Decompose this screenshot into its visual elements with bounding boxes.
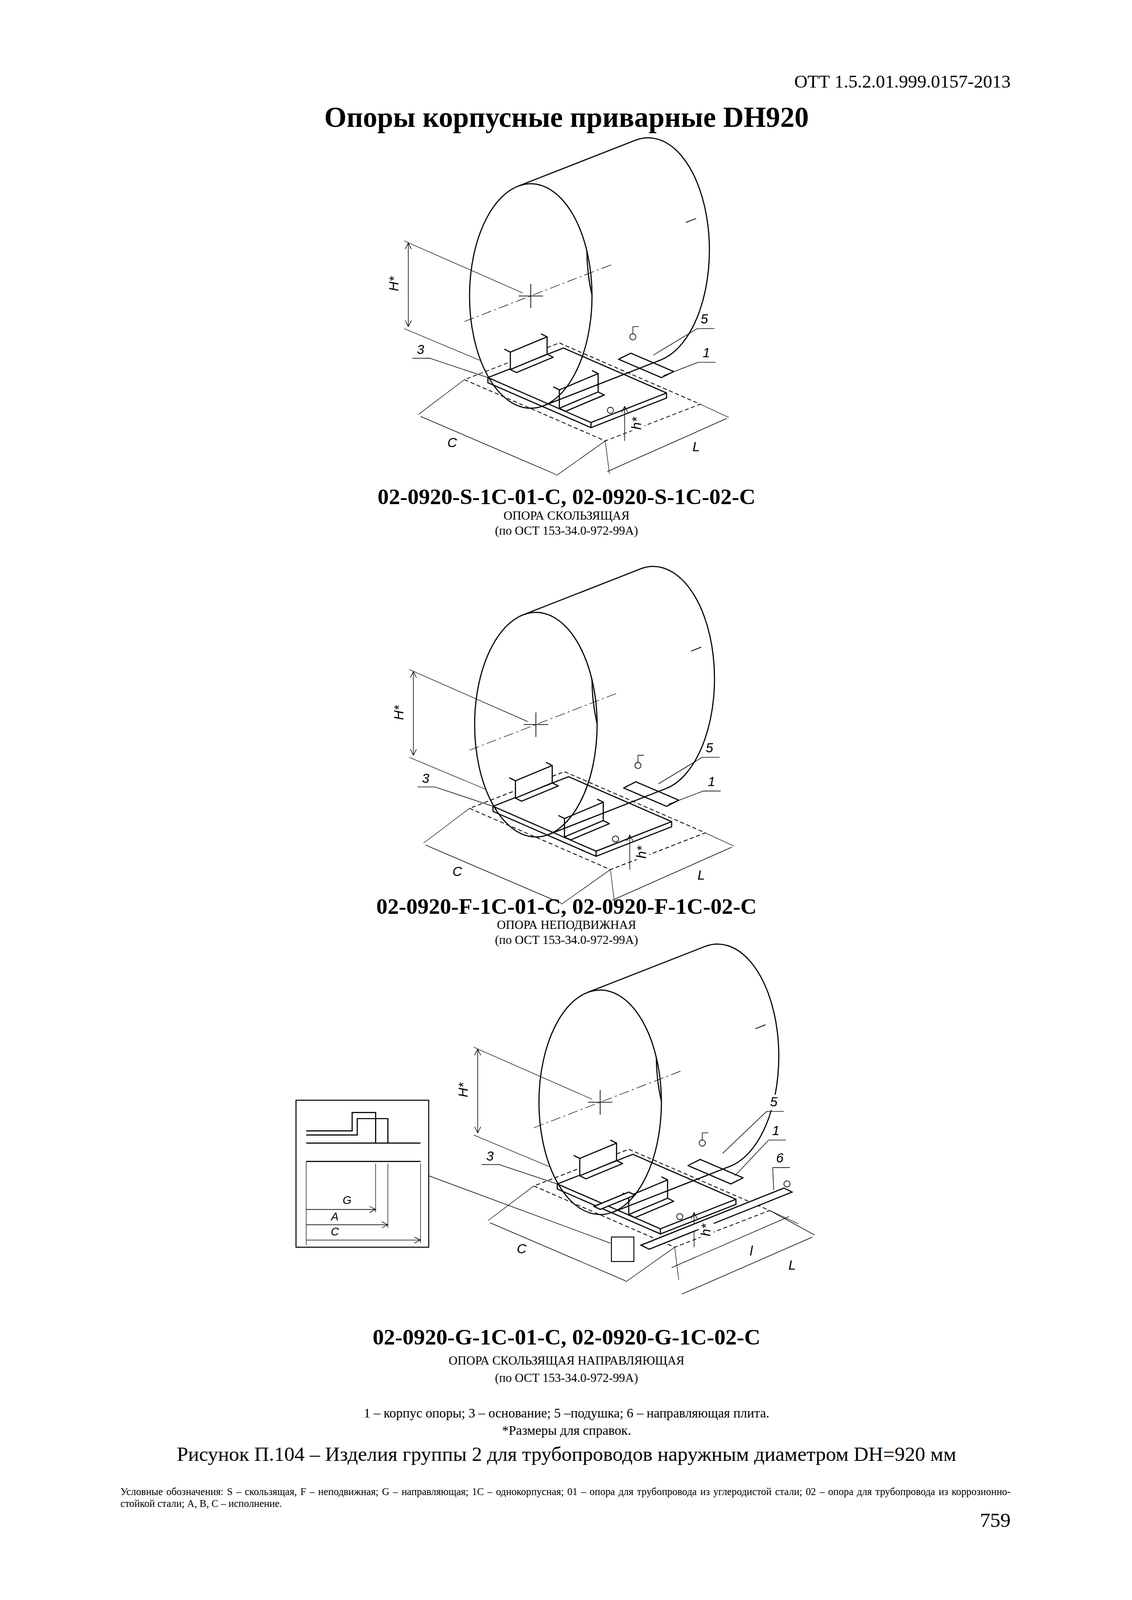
callout-number: 1 (771, 1123, 781, 1139)
dimension-label: L (696, 868, 706, 884)
figure-subtitle: ОПОРА НЕПОДВИЖНАЯ (496, 917, 637, 932)
page-title: Опоры корпусные приварные DH920 (324, 100, 809, 134)
legend-note: 1 – корпус опоры; 3 – основание; 5 –поду… (363, 1406, 770, 1422)
dimension-label: A (330, 1210, 340, 1224)
figure-subtitle: ОПОРА СКОЛЬЗЯЩАЯ (503, 508, 630, 523)
detail-inset (296, 1100, 634, 1262)
fixed-support-figure (409, 566, 734, 905)
footnote: Условные обозначения: S – скользящая, F … (120, 1486, 1011, 1510)
callout-number: 5 (699, 312, 710, 328)
dimension-label: h* (634, 845, 650, 860)
dimension-label: H* (391, 704, 407, 721)
callout-number: 1 (701, 345, 711, 361)
callout-number: 3 (485, 1148, 495, 1164)
page-number: 759 (980, 1509, 1011, 1533)
callout-number: 1 (706, 774, 716, 790)
dimension-label: H* (455, 1081, 471, 1099)
dimension-label: G (341, 1194, 353, 1207)
dimension-label: C (451, 864, 464, 880)
dimension-label: C (446, 435, 459, 451)
sheet-code: ОТТ 1.5.2.01.999.0157-2013 (794, 71, 1011, 93)
callout-number: 6 (775, 1150, 785, 1166)
sliding-support-figure (404, 137, 729, 476)
dimension-label: L (787, 1257, 797, 1273)
dimension-label: C (329, 1225, 340, 1239)
dimension-label: h* (629, 416, 645, 432)
dimension-label: C (516, 1241, 528, 1258)
dimension-label: h* (698, 1222, 714, 1238)
figure-caption: 02-0920-S-1C-01-C, 02-0920-S-1C-02-C (377, 484, 756, 511)
callout-number: 5 (769, 1094, 779, 1110)
figure-subtitle: ОПОРА СКОЛЬЗЯЩАЯ НАПРАВЛЯЮЩАЯ (448, 1353, 685, 1368)
dimension-label: l (748, 1243, 754, 1259)
guided-support-figure (473, 944, 815, 1294)
callout-number: 5 (704, 740, 715, 756)
callout-number: 3 (421, 771, 431, 787)
figure-caption: 02-0920-F-1C-01-C, 02-0920-F-1C-02-C (376, 893, 757, 920)
callout-number: 3 (416, 342, 426, 358)
leader-lines (607, 328, 727, 472)
dimension-label: H* (386, 275, 402, 293)
figure-subtitle: (по ОСТ 153-34.0-972-99А) (495, 523, 638, 538)
figure-subtitle: (по ОСТ 153-34.0-972-99А) (495, 1371, 638, 1386)
dimension-label: L (691, 439, 701, 455)
legend-note: *Размеры для справок. (501, 1423, 632, 1439)
figure-subtitle: (по ОСТ 153-34.0-972-99А) (495, 933, 638, 948)
figure-title: Рисунок П.104 – Изделия группы 2 для тру… (176, 1442, 956, 1466)
figure-caption: 02-0920-G-1C-01-C, 02-0920-G-1C-02-C (372, 1324, 761, 1351)
